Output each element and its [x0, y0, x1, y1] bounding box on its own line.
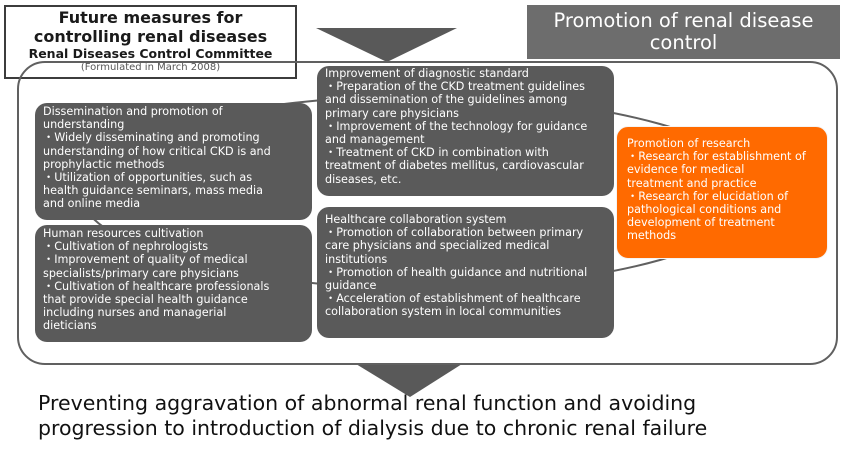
dissemination-heading: Dissemination and promotion of	[43, 105, 223, 118]
human-resources-line: ・Improvement of quality of medical	[43, 253, 248, 267]
outcome-statement: Preventing aggravation of abnormal renal…	[38, 391, 838, 441]
research-promotion-box: Promotion of research ・Research for esta…	[616, 126, 828, 259]
human-resources-line: dieticians	[43, 319, 97, 333]
diagnostic-standard-box: Improvement of diagnostic standard ・Prep…	[317, 66, 614, 196]
human-resources-heading: Human resources cultivation	[43, 227, 204, 240]
human-resources-box: Human resources cultivation ・Cultivation…	[35, 225, 312, 342]
research-line: development of treatment	[627, 216, 775, 230]
title-line-1: Future measures for	[58, 8, 243, 27]
collaboration-line: guidance	[325, 279, 377, 293]
diagnostic-line: ・Preparation of the CKD treatment guidel…	[325, 80, 585, 94]
collaboration-line: care physicians and specialized medical	[325, 239, 550, 253]
diagnostic-line: and dissemination of the guidelines amon…	[325, 93, 568, 107]
research-heading: Promotion of research	[627, 137, 751, 150]
diagnostic-heading: Improvement of diagnostic standard	[325, 67, 529, 80]
human-resources-line: ・Cultivation of nephrologists	[43, 240, 209, 254]
collaboration-system-box: Healthcare collaboration system ・Promoti…	[317, 207, 614, 338]
top-down-arrow	[316, 28, 457, 62]
diagnostic-line: primary care physicians	[325, 106, 459, 120]
research-line: ・Research for elucidation of	[627, 189, 789, 203]
collaboration-line: collaboration system in local communitie…	[325, 305, 562, 319]
title-line-2: controlling renal diseases	[33, 27, 268, 46]
human-resources-line: including nurses and managerial	[43, 306, 227, 320]
research-line: methods	[627, 229, 677, 243]
committee-name: Renal Diseases Control Committee	[28, 46, 273, 61]
outcome-line-2: progression to introduction of dialysis …	[38, 416, 708, 440]
dissemination-line: prophylactic methods	[43, 157, 165, 171]
dissemination-line: health guidance seminars, mass media	[43, 184, 263, 198]
collaboration-line: ・Promotion of collaboration between prim…	[325, 226, 584, 240]
formulation-date: (Formulated in March 2008)	[80, 62, 221, 73]
dissemination-box: Dissemination and promotion of understan…	[35, 103, 312, 220]
human-resources-line: ・Cultivation of healthcare professionals	[43, 279, 270, 293]
research-line: ・Research for establishment of	[627, 150, 806, 164]
dissemination-line: understanding	[43, 118, 125, 132]
human-resources-line: that provide special health guidance	[43, 293, 248, 307]
collaboration-line: ・Promotion of health guidance and nutrit…	[325, 265, 588, 279]
research-line: evidence for medical	[627, 163, 745, 177]
dissemination-line: understanding of how critical CKD is and	[43, 144, 271, 158]
title-box: Future measures for controlling renal di…	[4, 5, 297, 79]
dissemination-line: and online media	[43, 197, 141, 211]
research-line: pathological conditions and	[627, 203, 782, 217]
collaboration-line: ・Acceleration of establishment of health…	[325, 292, 581, 306]
dissemination-line: ・Utilization of opportunities, such as	[43, 171, 253, 185]
promotion-banner: Promotion of renal disease control	[527, 5, 840, 59]
diagnostic-line: and management	[325, 133, 425, 147]
diagnostic-line: treatment of diabetes mellitus, cardiova…	[325, 159, 584, 173]
promotion-banner-line-2: control	[649, 31, 718, 54]
diagnostic-line: ・Improvement of the technology for guida…	[325, 119, 588, 133]
collaboration-heading: Healthcare collaboration system	[325, 213, 507, 226]
diagnostic-line: diseases, etc.	[325, 172, 402, 186]
outcome-line-1: Preventing aggravation of abnormal renal…	[38, 391, 697, 415]
research-line: treatment and practice	[627, 176, 757, 190]
outer-frame	[17, 61, 838, 365]
collaboration-line: institutions	[325, 252, 388, 266]
diagnostic-line: ・Treatment of CKD in combination with	[325, 146, 549, 160]
dissemination-line: ・Widely disseminating and promoting	[43, 131, 260, 145]
bottom-down-arrow	[356, 364, 462, 397]
promotion-banner-line-1: Promotion of renal disease	[553, 9, 814, 32]
human-resources-line: specialists/primary care physicians	[43, 266, 239, 280]
